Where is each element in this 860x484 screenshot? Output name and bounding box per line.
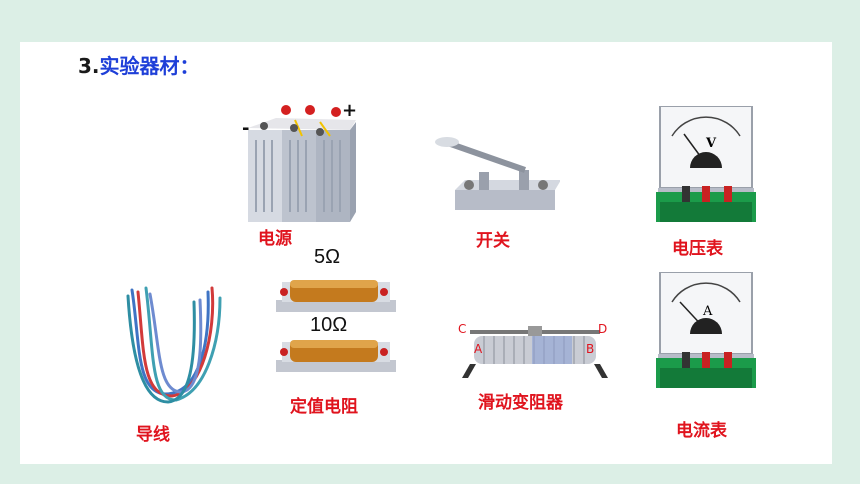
wires-image — [120, 282, 230, 411]
switch-label: 开关 — [476, 231, 510, 251]
rheostat-terminal-a: A — [474, 342, 483, 356]
switch-image — [435, 132, 561, 218]
battery-plus: + — [342, 100, 358, 121]
title-text: 实验器材： — [99, 54, 200, 78]
resistor-5-image — [276, 276, 396, 318]
title-number: 3. — [78, 54, 100, 78]
wires-label: 导线 — [136, 425, 170, 445]
rheostat-terminal-c: C — [458, 322, 467, 336]
voltmeter-label: 电压表 — [672, 239, 723, 259]
voltmeter-image — [656, 105, 756, 232]
ammeter-image — [656, 271, 756, 398]
rheostat-image — [460, 322, 610, 382]
fixed-resistor-label: 定值电阻 — [290, 397, 358, 417]
battery-image — [240, 100, 365, 229]
resistor-10-image — [276, 336, 396, 378]
rheostat-label: 滑动变阻器 — [478, 393, 563, 413]
rheostat-terminal-b: B — [586, 342, 595, 356]
resistor-5-value: 5Ω — [314, 246, 341, 268]
ammeter-symbol: A — [703, 304, 713, 319]
rheostat-terminal-d: D — [598, 322, 608, 336]
slide-title: 3.实验器材： — [78, 50, 200, 79]
resistor-10-value: 10Ω — [310, 314, 348, 336]
voltmeter-symbol: V — [706, 136, 717, 151]
ammeter-label: 电流表 — [676, 421, 727, 441]
battery-label: 电源 — [258, 229, 292, 249]
battery-minus: - — [242, 118, 250, 139]
